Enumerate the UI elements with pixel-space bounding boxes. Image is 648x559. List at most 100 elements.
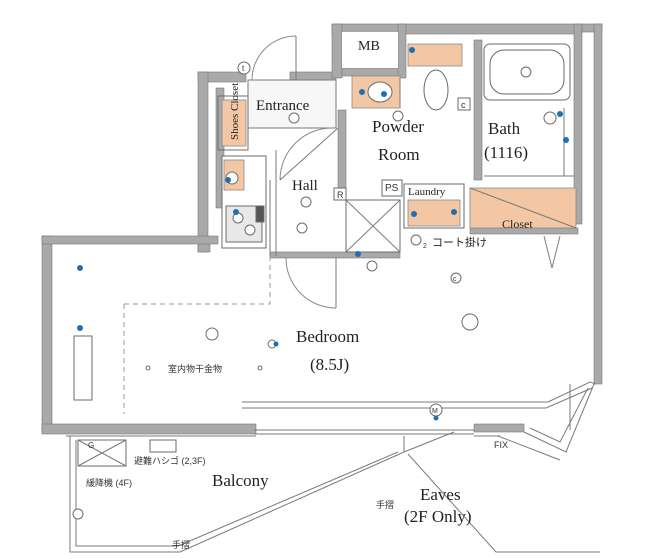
coat-hook-icon (410, 234, 422, 246)
outlet-icon-12 (563, 137, 569, 143)
laundry-label: Laundry (408, 186, 446, 198)
eaves-label-1: Eaves (420, 485, 461, 504)
outlet-icon-13 (273, 341, 279, 347)
descender-label: 緩降機 (4F) (86, 477, 132, 488)
outlet-icon-14 (433, 415, 439, 421)
indoor-drying-label: 室内物干金物 (168, 363, 222, 374)
outlet-icon-6 (411, 211, 417, 217)
wall-left-upper (197, 71, 209, 253)
wall-right-outer (593, 23, 603, 385)
outlet-icon-7 (451, 209, 457, 215)
bath-light-icon (543, 111, 557, 125)
handrail-label-1: 手摺 (376, 499, 394, 510)
sink-basin (367, 81, 393, 103)
outlet-icon-2 (233, 209, 239, 215)
closet-c-symbol: c (453, 276, 457, 283)
wall-bedroom-left (41, 235, 53, 433)
laundry: Laundry (403, 183, 465, 229)
intercom-t-symbol: t (242, 64, 245, 73)
handrail-label-2: 手摺 (172, 539, 190, 550)
ps-label: PS (385, 183, 399, 194)
entrance-label: Entrance (256, 98, 310, 114)
wall-bedroom-top (269, 251, 401, 259)
wall-bedroom-bottom-right (473, 423, 525, 433)
balcony-area (66, 431, 600, 553)
wall-powder-left (337, 109, 347, 201)
wall-mb-right (397, 23, 407, 79)
hall-label: Hall (292, 178, 318, 194)
g-symbol: G (88, 441, 94, 450)
shoes-closet-label: Shoes Closet (229, 83, 241, 140)
bedroom-light-2 (461, 313, 479, 331)
toilet-bowl (423, 69, 449, 111)
powder-room-label-2: Room (378, 145, 420, 164)
outlet-icon-11 (557, 111, 563, 117)
r-symbol: R (337, 190, 344, 200)
bedroom (73, 258, 479, 414)
bath-label-1: Bath (488, 119, 521, 138)
closet-label: Closet (502, 217, 533, 231)
bath-drain (520, 66, 532, 78)
entrance-light-icon (288, 112, 300, 124)
wall-mb-bottom (341, 67, 403, 77)
drying-hook-right (257, 365, 263, 371)
bath (483, 43, 574, 177)
wall-mb-left (331, 23, 343, 79)
mb-room (342, 32, 398, 68)
balcony-label: Balcony (212, 471, 269, 490)
escape-ladder-label: 避難ハシゴ (2,3F) (134, 455, 206, 466)
powder-light-icon (392, 110, 404, 122)
intercom-t-icon (237, 61, 251, 75)
device-symbols: t c M G (72, 47, 569, 520)
outlet-icon-10 (355, 251, 361, 257)
escape-ladder-hatch (149, 439, 177, 453)
shoes-closet-frame (217, 95, 249, 151)
outlet-icon-5 (409, 47, 415, 53)
bay-window (242, 381, 597, 453)
outlet-icon-9 (77, 325, 83, 331)
walls (41, 23, 603, 435)
bath-label-2: (1116) (484, 143, 528, 162)
coat-hook-label: コート掛け (432, 235, 487, 249)
wall-right-top (573, 23, 583, 225)
hall-light-2-icon (296, 222, 308, 234)
hall-light-icon (300, 196, 312, 208)
mb-label: MB (358, 39, 380, 54)
bedroom-dashed-border (124, 258, 271, 305)
wall-bath-left (473, 39, 483, 181)
outlet-icon-3 (359, 89, 365, 95)
closet-c-icon (450, 272, 462, 284)
coat-hook-two: 2 (423, 243, 427, 250)
shaft (345, 199, 401, 253)
burner-2 (244, 224, 256, 236)
shoes-closet-fill (221, 99, 247, 147)
wall-left-kitchen (215, 87, 225, 209)
fix-label: FIX (494, 440, 508, 450)
bedroom-light-1 (205, 327, 219, 341)
drying-hook-left (145, 365, 151, 371)
wall-bedroom-bottom (41, 423, 257, 435)
kitchen (221, 155, 267, 249)
powder-c-box (457, 97, 471, 111)
powder-room: c (351, 43, 471, 111)
r-box (333, 187, 347, 201)
outlet-icon-4 (381, 91, 387, 97)
eaves-label-2: (2F Only) (404, 507, 472, 526)
closet-marker (543, 235, 561, 269)
m-symbol: M (432, 408, 438, 415)
powder-room-label-1: Powder (372, 117, 424, 136)
shaft-light-icon (366, 260, 378, 272)
kitchen-panel (255, 205, 265, 223)
outlet-icon-8 (77, 265, 83, 271)
bedroom-cabinet (73, 335, 93, 401)
wall-entrance-top (289, 71, 337, 81)
ps-box (381, 179, 403, 197)
descender-icon (72, 508, 84, 520)
bedroom-label-1: Bedroom (296, 327, 359, 346)
powder-c-symbol: c (461, 100, 466, 110)
outlet-icon-1 (225, 177, 231, 183)
bedroom-label-2: (8.5J) (310, 355, 349, 374)
toilet-tank (407, 43, 463, 67)
wall-bedroom-topleft (41, 235, 219, 245)
